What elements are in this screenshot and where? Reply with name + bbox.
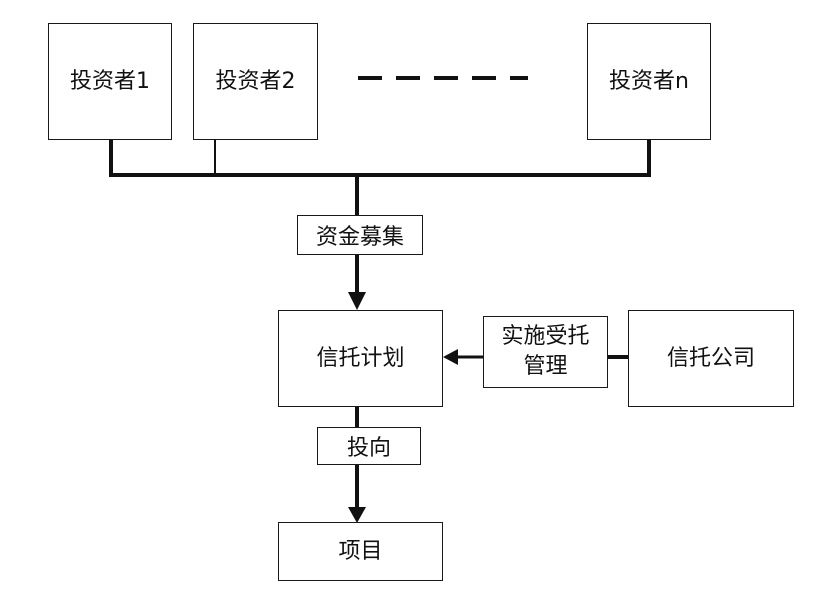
entrusted-management-tag: 实施受托 管理 <box>483 316 608 388</box>
fundraising-label: 资金募集 <box>315 225 404 250</box>
entrusted-management-label-line2: 管理 <box>523 354 568 379</box>
investor-n-label: 投资者n <box>609 68 689 94</box>
fundraising-tag: 资金募集 <box>297 215 423 255</box>
trust-plan-box: 信托计划 <box>278 310 443 407</box>
investor-1-box: 投资者1 <box>48 23 172 140</box>
trust-plan-label: 信托计划 <box>316 345 405 371</box>
investment-direction-tag: 投向 <box>317 427 421 465</box>
project-label: 项目 <box>338 538 383 564</box>
entrusted-management-label-line1: 实施受托 <box>501 324 590 349</box>
arrow-to-project <box>348 507 366 523</box>
project-box: 项目 <box>278 522 443 581</box>
investor-n-box: 投资者n <box>587 23 711 140</box>
arrow-to-trust-plan-side <box>443 349 458 365</box>
investor-1-label: 投资者1 <box>70 68 150 94</box>
trust-company-label: 信托公司 <box>666 345 755 371</box>
arrow-to-trust-plan <box>348 292 366 310</box>
trust-company-box: 信托公司 <box>628 310 794 407</box>
investment-direction-label: 投向 <box>346 436 391 461</box>
investor-2-label: 投资者2 <box>215 68 296 94</box>
investor-2-box: 投资者2 <box>193 23 318 140</box>
